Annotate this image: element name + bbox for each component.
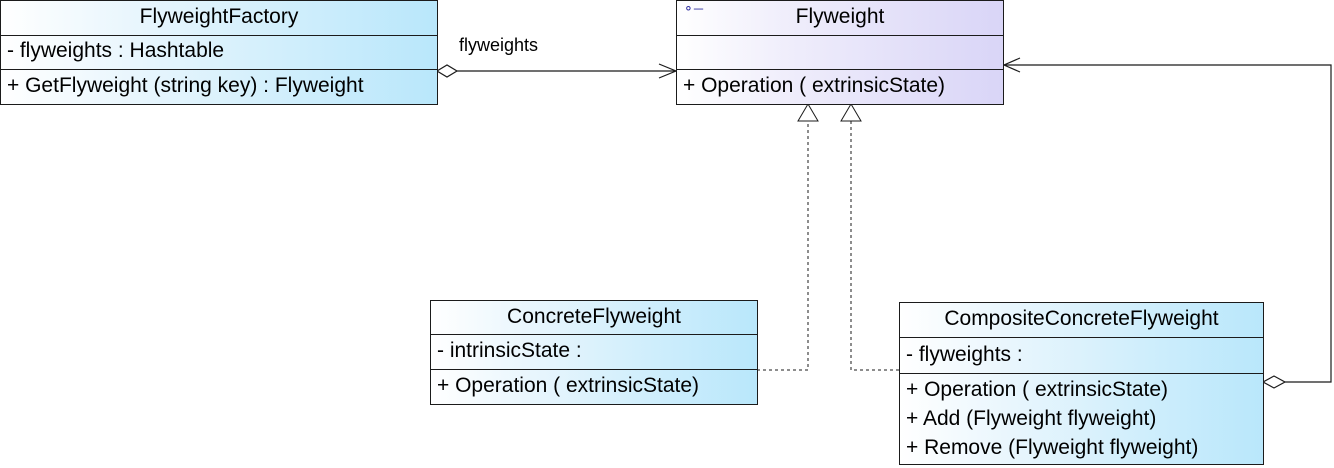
concrete-realization-line [757, 103, 819, 371]
attribute: - intrinsicState : [437, 339, 582, 362]
operation: + Operation ( extrinsicState) [683, 74, 946, 97]
composite-aggregation-line [1002, 57, 1332, 389]
attributes-section: - flyweights : Hashtable [1, 36, 437, 69]
association-label: flyweights [459, 35, 539, 55]
class-flyweight-factory[interactable]: FlyweightFactory - flyweights : Hashtabl… [0, 0, 438, 105]
realization-triangle [797, 103, 819, 122]
operation: + Add (Flyweight flyweight) [906, 407, 1157, 430]
interface-flyweight[interactable]: ⚬─ Flyweight + Operation ( extrinsicStat… [676, 0, 1004, 105]
attributes-section [677, 36, 1003, 69]
attributes-section: - flyweights : [900, 338, 1263, 373]
factory-aggregation-line [435, 63, 678, 79]
class-name: Flyweight [795, 5, 885, 28]
attribute: - flyweights : [906, 343, 1023, 366]
attributes-section: - intrinsicState : [431, 335, 757, 369]
operation: + Operation ( extrinsicState) [906, 378, 1169, 401]
operations-section: + Operation ( extrinsicState) + Add (Fly… [900, 373, 1263, 462]
operation: + GetFlyweight (string key) : Flyweight [7, 74, 364, 97]
aggregation-diamond [435, 64, 459, 78]
operation: + Operation ( extrinsicState) [437, 374, 700, 397]
class-name: CompositeConcreteFlyweight [900, 303, 1263, 338]
class-name: ConcreteFlyweight [431, 301, 757, 335]
class-name: FlyweightFactory [1, 1, 437, 36]
class-composite-concrete-flyweight[interactable]: CompositeConcreteFlyweight - flyweights … [899, 302, 1264, 465]
realization-triangle [840, 103, 862, 122]
operations-section: + GetFlyweight (string key) : Flyweight [1, 69, 437, 102]
class-header: ⚬─ Flyweight [677, 1, 1003, 36]
operation: + Remove (Flyweight flyweight) [906, 436, 1199, 459]
operations-section: + Operation ( extrinsicState) [431, 369, 757, 402]
class-concrete-flyweight[interactable]: ConcreteFlyweight - intrinsicState : + O… [430, 300, 758, 405]
interface-lollipop-icon: ⚬─ [683, 1, 704, 16]
attribute: - flyweights : Hashtable [7, 39, 225, 62]
aggregation-diamond [1261, 375, 1287, 389]
composite-realization-line [840, 103, 899, 371]
open-arrowhead [1002, 57, 1021, 73]
operations-section: + Operation ( extrinsicState) [677, 69, 1003, 102]
